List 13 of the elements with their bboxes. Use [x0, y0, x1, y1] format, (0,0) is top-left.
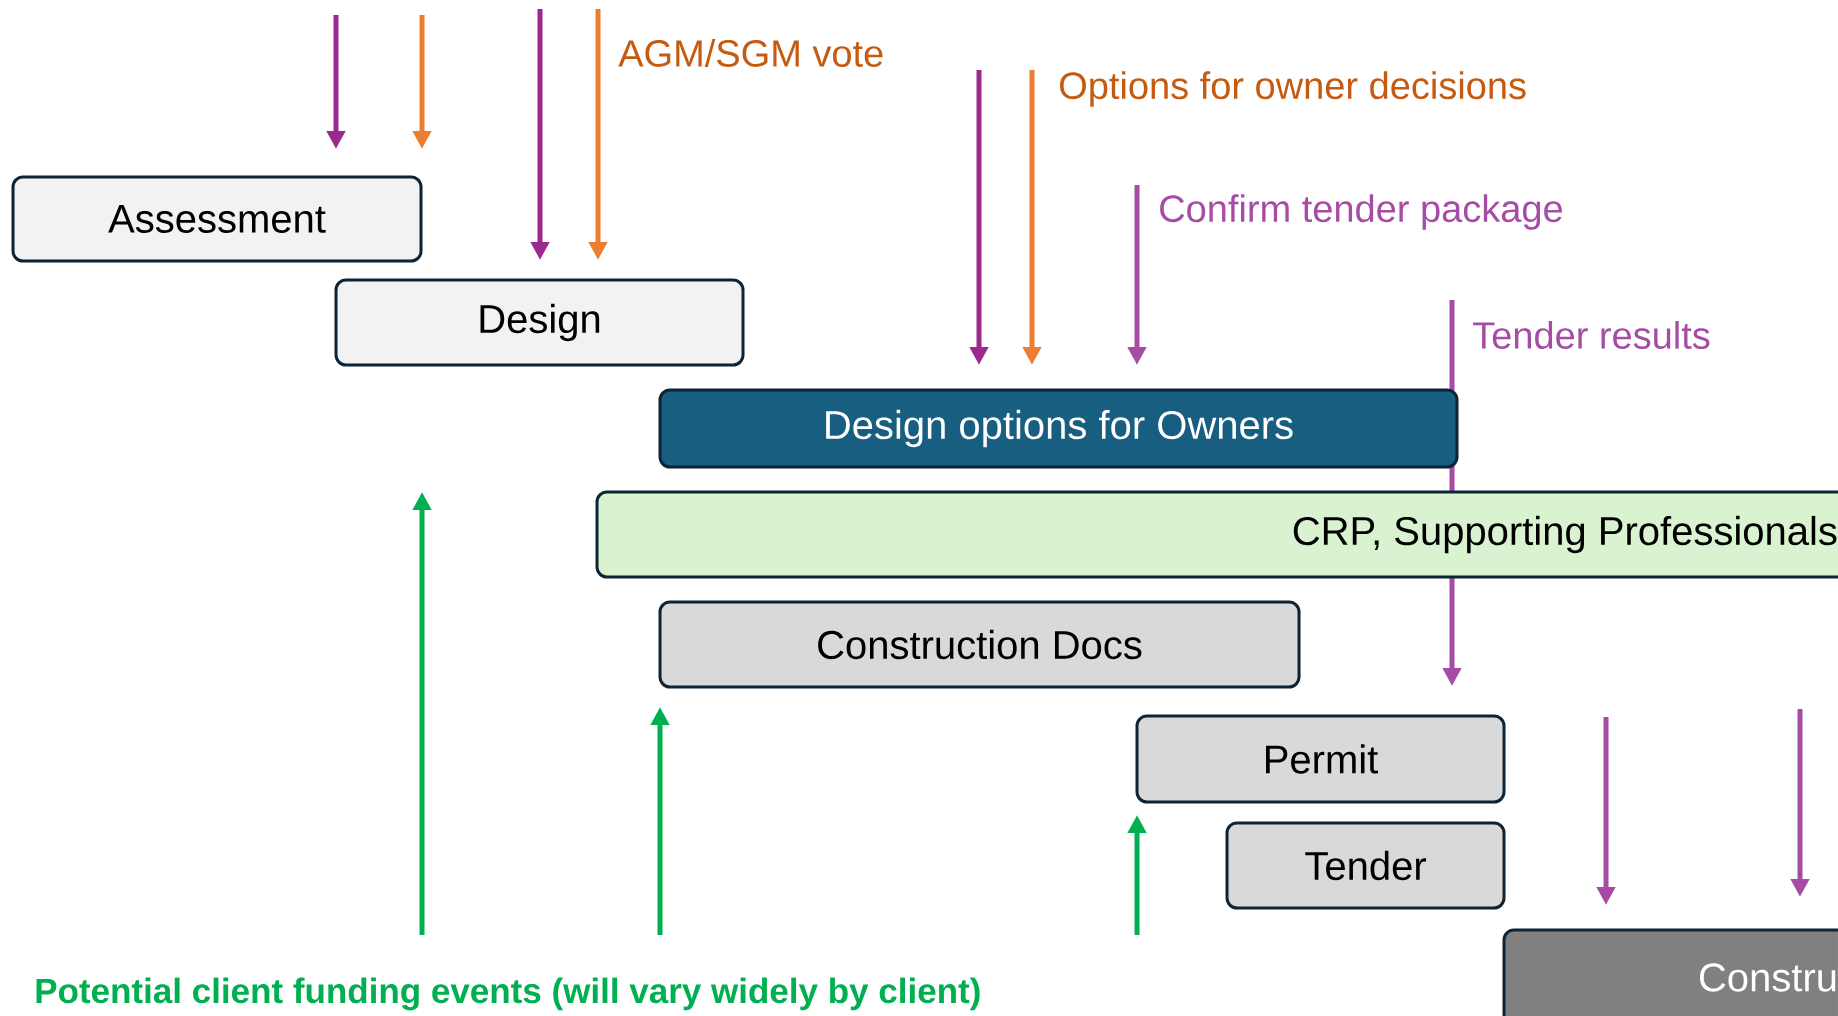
- milestone-label: Tender results: [1473, 321, 1710, 349]
- caption-text: Potential client funding events (will vary widely by client): [36, 977, 980, 1011]
- phase-bar: Construction Docs: [658, 600, 1301, 689]
- milestone-label: Options for owner decisions: [1060, 71, 1526, 107]
- phase-bar: Design: [334, 278, 745, 367]
- phase-bar: Design options for Owners: [658, 388, 1459, 469]
- phase-bar: Assessment: [11, 175, 423, 263]
- phase-bar: Permit: [1135, 714, 1506, 804]
- phase-bar: Constru: [1502, 928, 1838, 1016]
- milestone-label: Confirm tender package: [1160, 194, 1562, 230]
- phase-bar: Tender: [1225, 821, 1506, 910]
- phase-bar: CRP, Supporting Professionals: [595, 490, 1838, 579]
- milestone-label: AGM/SGM vote: [618, 39, 883, 67]
